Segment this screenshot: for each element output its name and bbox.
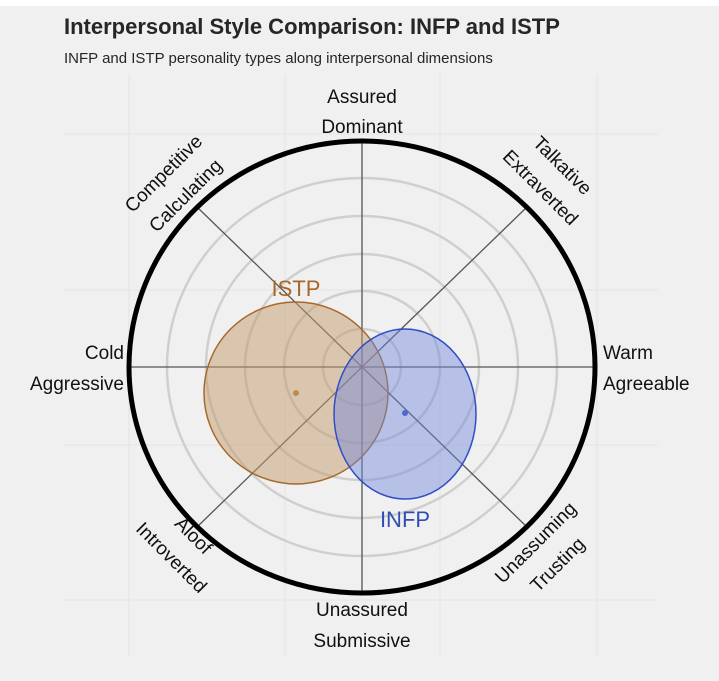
chart-subtitle: INFP and ISTP personality types along in… (64, 50, 493, 67)
istp-center-point (293, 390, 299, 396)
label-cold: Cold (85, 343, 124, 364)
chart-title: Interpersonal Style Comparison: INFP and… (64, 14, 560, 39)
infp-center-point (402, 410, 408, 416)
label-assured: Assured (327, 87, 397, 108)
label-submissive: Submissive (313, 631, 410, 652)
label-dominant: Dominant (321, 117, 403, 138)
label-unassured: Unassured (316, 600, 408, 621)
istp-label: ISTP (272, 276, 321, 301)
series-infp: INFP (333, 328, 477, 532)
label-aggressive: Aggressive (30, 374, 124, 395)
label-warm: Warm (603, 343, 653, 364)
infp-label: INFP (380, 507, 430, 532)
series-istp: ISTP (203, 276, 389, 485)
label-agreeable: Agreeable (603, 374, 690, 395)
outer-circle (126, 138, 598, 596)
